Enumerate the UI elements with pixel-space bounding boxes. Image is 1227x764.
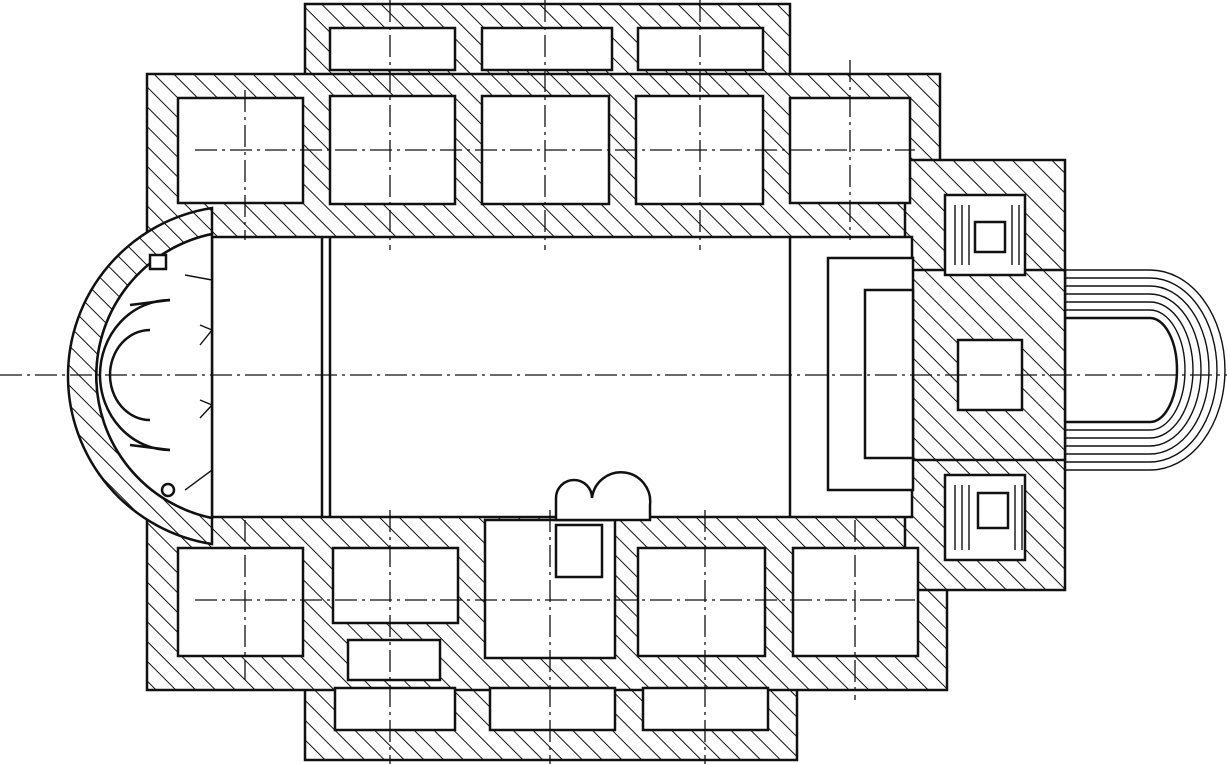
north-wing-room-2 — [480, 26, 614, 72]
nave — [210, 235, 914, 519]
apse-niche-south — [160, 482, 176, 498]
stair-turret — [554, 471, 652, 522]
apse-seating-outer — [98, 298, 171, 452]
east-stairs — [943, 193, 1027, 562]
entrance-steps — [1065, 269, 1226, 471]
south-room-4 — [636, 546, 767, 658]
south-wing-room-2 — [488, 686, 617, 732]
south-wing-room-1 — [333, 686, 457, 732]
south-stair-well — [976, 491, 1010, 530]
north-stair-well — [973, 220, 1007, 254]
entrance-landing — [1065, 316, 1179, 424]
north-wing-room-1 — [328, 26, 457, 72]
south-room-2 — [331, 546, 460, 625]
south-stair-landing — [346, 638, 442, 682]
apse-niche-north — [148, 253, 168, 271]
north-rooms — [176, 26, 912, 206]
altar-step — [863, 288, 915, 460]
south-room-1 — [176, 546, 305, 658]
stair-turret-core — [554, 523, 604, 579]
